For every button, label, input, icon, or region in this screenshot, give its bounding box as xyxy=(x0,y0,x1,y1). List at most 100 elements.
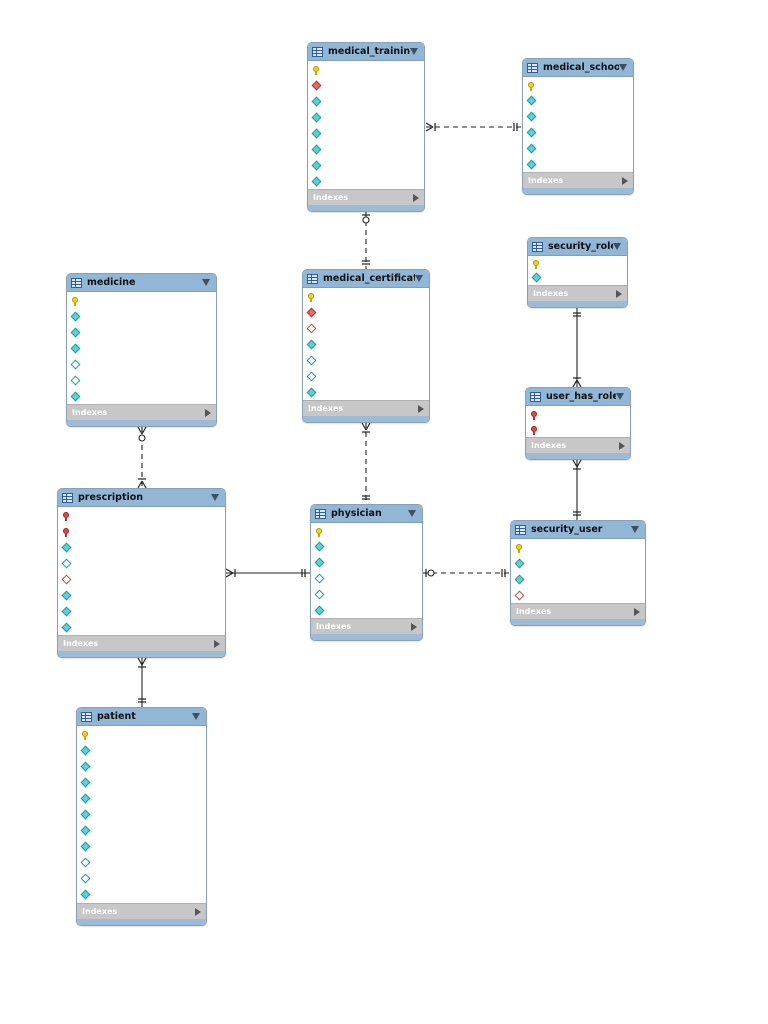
column-row[interactable] xyxy=(523,109,633,125)
table-security-user[interactable]: security_user Indexes xyxy=(510,520,646,626)
indexes-section[interactable]: Indexes xyxy=(303,400,429,416)
table-header[interactable]: medicine xyxy=(67,274,216,292)
column-row[interactable] xyxy=(77,790,206,806)
column-row[interactable] xyxy=(308,61,424,77)
table-header[interactable]: physician xyxy=(311,505,422,523)
column-row[interactable] xyxy=(308,157,424,173)
column-row[interactable] xyxy=(67,308,216,324)
column-row[interactable] xyxy=(77,806,206,822)
table-header[interactable]: medical_school xyxy=(523,59,633,77)
table-header[interactable]: prescription xyxy=(58,489,225,507)
expand-arrow-icon[interactable] xyxy=(634,607,640,616)
column-row[interactable] xyxy=(67,340,216,356)
expand-arrow-icon[interactable] xyxy=(418,404,424,413)
column-row[interactable] xyxy=(311,523,422,539)
table-header[interactable]: medical_certificate xyxy=(303,270,429,288)
expand-arrow-icon[interactable] xyxy=(214,639,220,648)
column-row[interactable] xyxy=(308,125,424,141)
column-row[interactable] xyxy=(67,292,216,308)
column-row[interactable] xyxy=(308,93,424,109)
column-row[interactable] xyxy=(67,388,216,404)
column-row[interactable] xyxy=(303,288,429,304)
column-row[interactable] xyxy=(511,539,645,555)
column-row[interactable] xyxy=(311,555,422,571)
table-header[interactable]: patient xyxy=(77,708,206,726)
indexes-section[interactable]: Indexes xyxy=(77,903,206,919)
table-medical-school[interactable]: medical_school Indexes xyxy=(522,58,634,195)
column-row[interactable] xyxy=(523,124,633,140)
indexes-section[interactable]: Indexes xyxy=(67,404,216,420)
column-row[interactable] xyxy=(511,555,645,571)
column-row[interactable] xyxy=(77,758,206,774)
collapse-arrow-icon[interactable] xyxy=(408,510,416,517)
column-row[interactable] xyxy=(526,422,630,438)
column-row[interactable] xyxy=(303,304,429,320)
indexes-section[interactable]: Indexes xyxy=(308,189,424,205)
column-row[interactable] xyxy=(77,774,206,790)
expand-arrow-icon[interactable] xyxy=(411,622,417,631)
table-user-has-role[interactable]: user_has_role Indexes xyxy=(525,387,631,460)
table-security-role[interactable]: security_role Indexes xyxy=(527,237,628,308)
column-row[interactable] xyxy=(58,603,225,619)
expand-arrow-icon[interactable] xyxy=(616,289,622,298)
column-row[interactable] xyxy=(58,539,225,555)
column-row[interactable] xyxy=(77,742,206,758)
column-row[interactable] xyxy=(77,726,206,742)
expand-arrow-icon[interactable] xyxy=(622,176,628,185)
indexes-section[interactable]: Indexes xyxy=(511,603,645,619)
column-row[interactable] xyxy=(308,141,424,157)
indexes-section[interactable]: Indexes xyxy=(523,172,633,188)
column-row[interactable] xyxy=(526,406,630,422)
indexes-section[interactable]: Indexes xyxy=(526,437,630,453)
collapse-arrow-icon[interactable] xyxy=(613,243,621,250)
table-prescription[interactable]: prescription Indexes xyxy=(57,488,226,658)
column-row[interactable] xyxy=(311,539,422,555)
column-row[interactable] xyxy=(528,271,627,286)
column-row[interactable] xyxy=(308,173,424,189)
column-row[interactable] xyxy=(58,555,225,571)
column-row[interactable] xyxy=(523,156,633,172)
column-row[interactable] xyxy=(511,571,645,587)
collapse-arrow-icon[interactable] xyxy=(410,48,418,55)
column-row[interactable] xyxy=(523,93,633,109)
column-row[interactable] xyxy=(58,507,225,523)
column-row[interactable] xyxy=(303,336,429,352)
column-row[interactable] xyxy=(303,320,429,336)
table-header[interactable]: user_has_role xyxy=(526,388,630,406)
column-row[interactable] xyxy=(303,384,429,400)
column-row[interactable] xyxy=(308,109,424,125)
indexes-section[interactable]: Indexes xyxy=(58,635,225,651)
column-row[interactable] xyxy=(77,887,206,903)
expand-arrow-icon[interactable] xyxy=(413,193,419,202)
column-row[interactable] xyxy=(523,77,633,93)
table-header[interactable]: medical_training xyxy=(308,43,424,61)
expand-arrow-icon[interactable] xyxy=(205,408,211,417)
table-physician[interactable]: physician Indexes xyxy=(310,504,423,641)
column-row[interactable] xyxy=(77,855,206,871)
indexes-section[interactable]: Indexes xyxy=(311,618,422,634)
column-row[interactable] xyxy=(523,140,633,156)
collapse-arrow-icon[interactable] xyxy=(631,526,639,533)
collapse-arrow-icon[interactable] xyxy=(211,494,219,501)
collapse-arrow-icon[interactable] xyxy=(202,279,210,286)
table-medical-certificate[interactable]: medical_certificate Indexes xyxy=(302,269,430,423)
collapse-arrow-icon[interactable] xyxy=(619,64,627,71)
indexes-section[interactable]: Indexes xyxy=(528,285,627,301)
column-row[interactable] xyxy=(77,871,206,887)
column-row[interactable] xyxy=(528,256,627,271)
column-row[interactable] xyxy=(511,587,645,603)
column-row[interactable] xyxy=(67,324,216,340)
expand-arrow-icon[interactable] xyxy=(195,907,201,916)
column-row[interactable] xyxy=(303,352,429,368)
column-row[interactable] xyxy=(311,570,422,586)
column-row[interactable] xyxy=(311,586,422,602)
column-row[interactable] xyxy=(58,587,225,603)
column-row[interactable] xyxy=(58,571,225,587)
collapse-arrow-icon[interactable] xyxy=(192,713,200,720)
table-medicine[interactable]: medicine Indexes xyxy=(66,273,217,427)
column-row[interactable] xyxy=(308,77,424,93)
column-row[interactable] xyxy=(77,822,206,838)
column-row[interactable] xyxy=(58,619,225,635)
table-header[interactable]: security_role xyxy=(528,238,627,256)
column-row[interactable] xyxy=(303,368,429,384)
